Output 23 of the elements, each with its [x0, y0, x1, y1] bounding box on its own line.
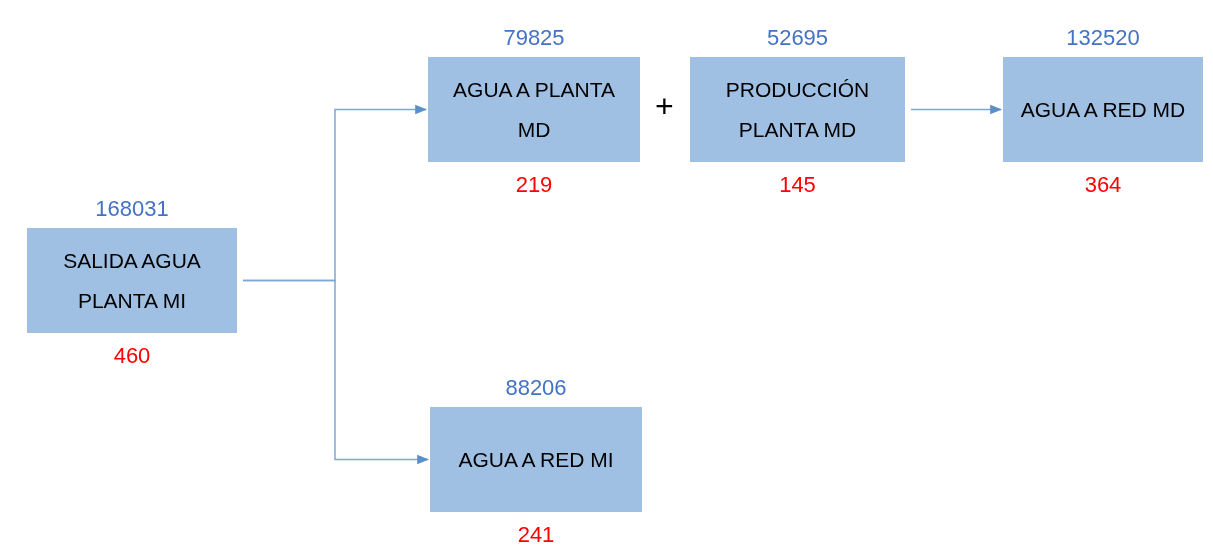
flow-value: 460 — [112, 345, 152, 367]
flow-value: 241 — [516, 524, 556, 546]
process-box — [428, 57, 640, 162]
process-box — [1003, 57, 1203, 162]
box-label: AGUA A RED MD — [1020, 96, 1186, 123]
flow-value: 88206 — [504, 377, 568, 399]
box-label: PRODUCCIÓN PLANTA MD — [724, 76, 871, 143]
box-label: AGUA A PLANTA MD — [452, 76, 616, 143]
flow-value: 52695 — [765, 27, 830, 49]
flow-value: 145 — [778, 174, 817, 196]
box-label: AGUA A RED MI — [458, 446, 614, 473]
plus-sign: + — [655, 90, 674, 122]
flow-value: 364 — [1083, 174, 1123, 196]
box-label: SALIDA AGUA PLANTA MI — [62, 247, 202, 314]
connector-arrow — [242, 279, 430, 465]
flow-value: 79825 — [502, 27, 566, 49]
connector-arrow — [910, 104, 1003, 115]
process-box — [430, 407, 642, 512]
process-box — [27, 228, 237, 333]
flow-value: 219 — [514, 174, 554, 196]
process-box — [690, 57, 905, 162]
flow-value: 168031 — [94, 198, 170, 220]
flow-value: 132520 — [1065, 27, 1141, 49]
